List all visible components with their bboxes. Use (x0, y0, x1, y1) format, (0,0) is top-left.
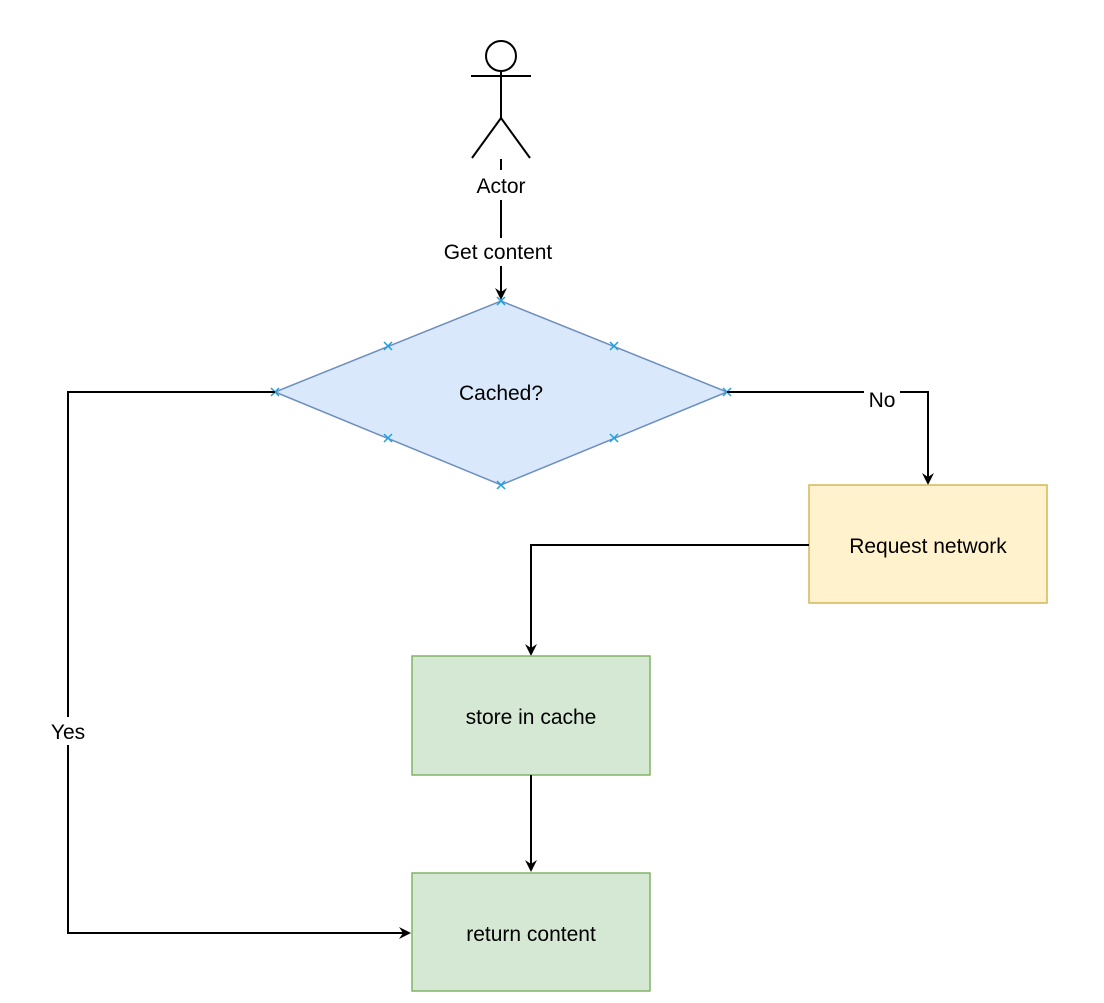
edge-yes-label-bg (46, 717, 90, 745)
edge-request-to-store[interactable] (525, 544, 809, 656)
actor-left-leg (471, 117, 502, 159)
decision-label: Cached? (459, 382, 543, 405)
actor-head (485, 40, 517, 72)
edge-get-content-label: Get content (444, 241, 553, 264)
actor-figure[interactable] (471, 40, 531, 159)
connection-point-top (496, 296, 506, 306)
store-in-cache-node[interactable]: store in cache (411, 655, 651, 776)
edge-no-label-bg (864, 386, 900, 412)
return-content-box (411, 872, 651, 992)
return-content-node[interactable]: return content (411, 872, 651, 992)
actor-label: Actor (476, 175, 525, 198)
store-in-cache-box (411, 655, 651, 776)
request-network-node[interactable]: Request network (808, 484, 1048, 604)
decision-node[interactable]: Cached? (273, 300, 729, 486)
edge-yes-line (67, 391, 411, 939)
request-network-box (808, 484, 1048, 604)
connection-point-bottom (496, 480, 506, 490)
edge-yes[interactable]: Yes (46, 391, 411, 939)
edge-yes-label: Yes (51, 721, 85, 744)
edge-no-label: No (869, 389, 896, 412)
connection-point-upper-left (383, 341, 393, 351)
connection-point-lower-left (383, 433, 393, 443)
actor-right-leg (500, 117, 531, 159)
connection-point-lower-right (609, 433, 619, 443)
request-network-label: Request network (849, 535, 1007, 558)
edge-no[interactable]: No (727, 386, 934, 485)
return-content-label: return content (466, 923, 596, 946)
edge-request-to-store-line (525, 544, 809, 656)
connection-point-upper-right (609, 341, 619, 351)
edge-no-line (727, 391, 934, 485)
store-in-cache-label: store in cache (466, 706, 597, 729)
